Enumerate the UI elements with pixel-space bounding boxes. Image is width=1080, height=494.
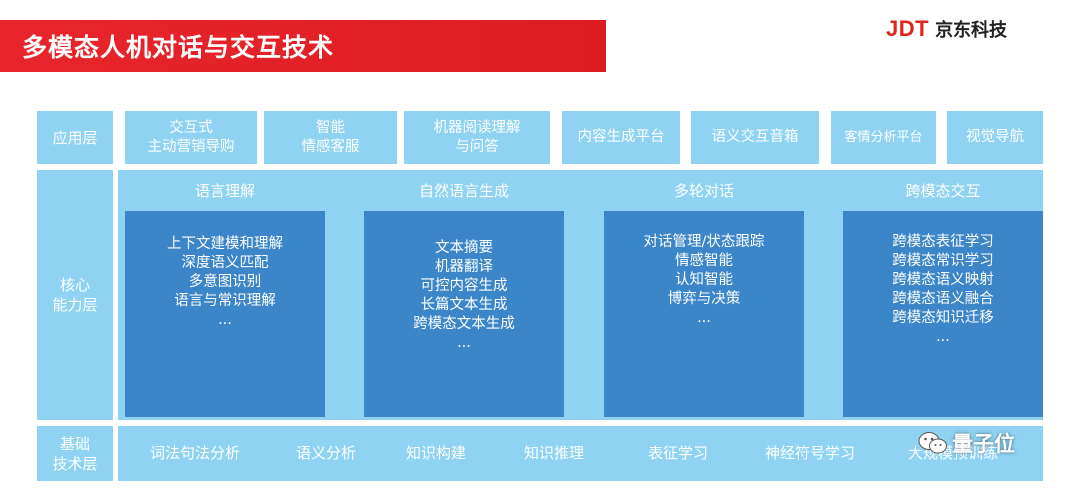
- capability-item: 跨模态语义映射: [892, 272, 994, 288]
- app-box: 机器阅读理解 与问答: [404, 111, 550, 164]
- base-tech-item: 知识推理: [524, 444, 585, 462]
- capability-item: 机器翻译: [435, 259, 493, 275]
- base-tech-item: 知识构建: [406, 444, 467, 462]
- logo-mark: JDT: [886, 16, 930, 41]
- capability-item: 对话管理/状态跟踪: [643, 234, 765, 250]
- capability-item: 长篇文本生成: [420, 297, 508, 313]
- title-banner: 多模态人机对话与交互技术: [0, 20, 606, 72]
- capability-list: 对话管理/状态跟踪 情感智能 认知智能 博弈与决策 ...: [604, 211, 804, 417]
- capability-item: 博弈与决策: [667, 291, 741, 307]
- page-title: 多模态人机对话与交互技术: [22, 33, 335, 62]
- app-box: 内容生成平台: [562, 111, 680, 164]
- capability-header: 多轮对话: [604, 170, 804, 210]
- watermark-text: 量子位: [952, 432, 1015, 456]
- capability-ellipsis: ...: [936, 329, 950, 345]
- layer-label-base: 基础 技术层: [37, 426, 113, 481]
- base-tech-item: 表征学习: [648, 444, 709, 462]
- layer-label-text: 应用层: [52, 128, 98, 147]
- capability-header: 语言理解: [125, 170, 325, 210]
- capability-item: 上下文建模和理解: [167, 236, 283, 252]
- capability-item: 跨模态常识学习: [892, 253, 994, 269]
- capability-header: 跨模态交互: [843, 170, 1043, 210]
- logo-text: 京东科技: [935, 20, 1008, 41]
- watermark: 量子位: [918, 428, 1015, 458]
- capability-item: 跨模态文本生成: [413, 316, 515, 332]
- wechat-icon: [918, 432, 947, 454]
- app-box: 交互式 主动营销导购: [125, 111, 257, 164]
- capability-item: 情感智能: [675, 253, 733, 269]
- capability-item: 跨模态语义融合: [892, 291, 994, 307]
- capability-item: 多意图识别: [188, 274, 262, 290]
- capability-ellipsis: ...: [218, 312, 232, 328]
- capability-list: 文本摘要 机器翻译 可控内容生成 长篇文本生成 跨模态文本生成 ...: [364, 211, 564, 417]
- base-tech-item: 词法句法分析: [150, 444, 241, 462]
- layer-label-core: 核心 能力层: [37, 170, 113, 420]
- capability-list: 跨模态表征学习 跨模态常识学习 跨模态语义映射 跨模态语义融合 跨模态知识迁移 …: [843, 211, 1043, 417]
- capability-item: 深度语义匹配: [181, 255, 269, 271]
- app-box: 智能 情感客服: [264, 111, 397, 164]
- capability-ellipsis: ...: [457, 335, 471, 351]
- app-box: 客情分析平台: [831, 111, 936, 164]
- app-box: 视觉导航: [947, 111, 1043, 164]
- layer-label-application: 应用层: [37, 111, 113, 164]
- company-logo: JDT 京东科技: [886, 15, 1007, 43]
- capability-list: 上下文建模和理解 深度语义匹配 多意图识别 语言与常识理解 ...: [125, 211, 325, 417]
- base-tech-item: 神经符号学习: [765, 444, 856, 462]
- capability-item: 语言与常识理解: [174, 293, 276, 309]
- base-tech-item: 语义分析: [296, 444, 357, 462]
- capability-item: 文本摘要: [435, 240, 493, 256]
- capability-item: 跨模态表征学习: [892, 234, 994, 250]
- capability-item: 跨模态知识迁移: [892, 310, 994, 326]
- capability-header: 自然语言生成: [364, 170, 564, 210]
- capability-item: 认知智能: [675, 272, 733, 288]
- base-technology-bar: [118, 426, 1043, 481]
- capability-ellipsis: ...: [697, 310, 711, 326]
- capability-item: 可控内容生成: [420, 278, 508, 294]
- app-box: 语义交互音箱: [691, 111, 819, 164]
